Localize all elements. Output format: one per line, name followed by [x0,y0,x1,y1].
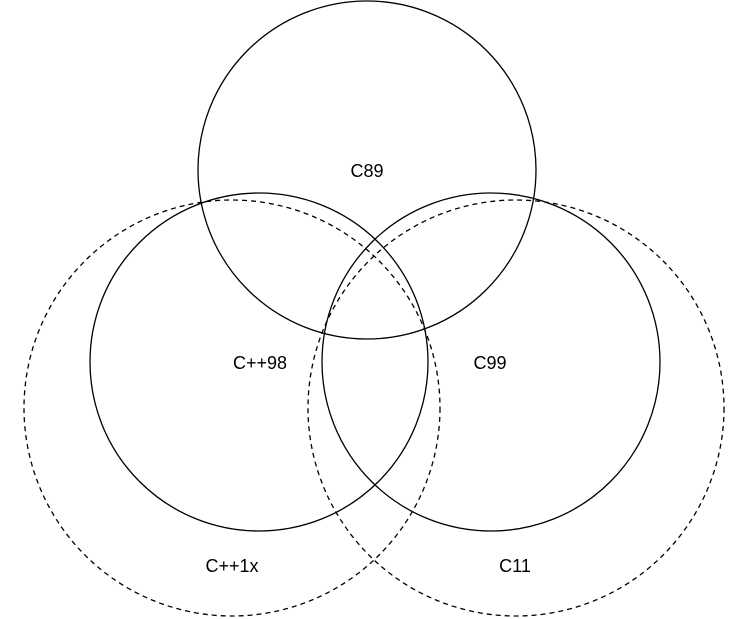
set-label-cpp1x: C++1x [205,556,258,576]
set-circle-c99 [321,192,661,532]
set-circle-cpp98 [89,192,429,532]
set-label-c99: C99 [473,353,506,373]
set-label-c89: C89 [350,161,383,181]
set-circle-c11 [307,199,725,617]
set-label-cpp98: C++98 [233,353,287,373]
set-circle-cpp1x [23,199,441,617]
set-circle-c89 [197,0,537,340]
set-label-c11: C11 [499,556,531,576]
